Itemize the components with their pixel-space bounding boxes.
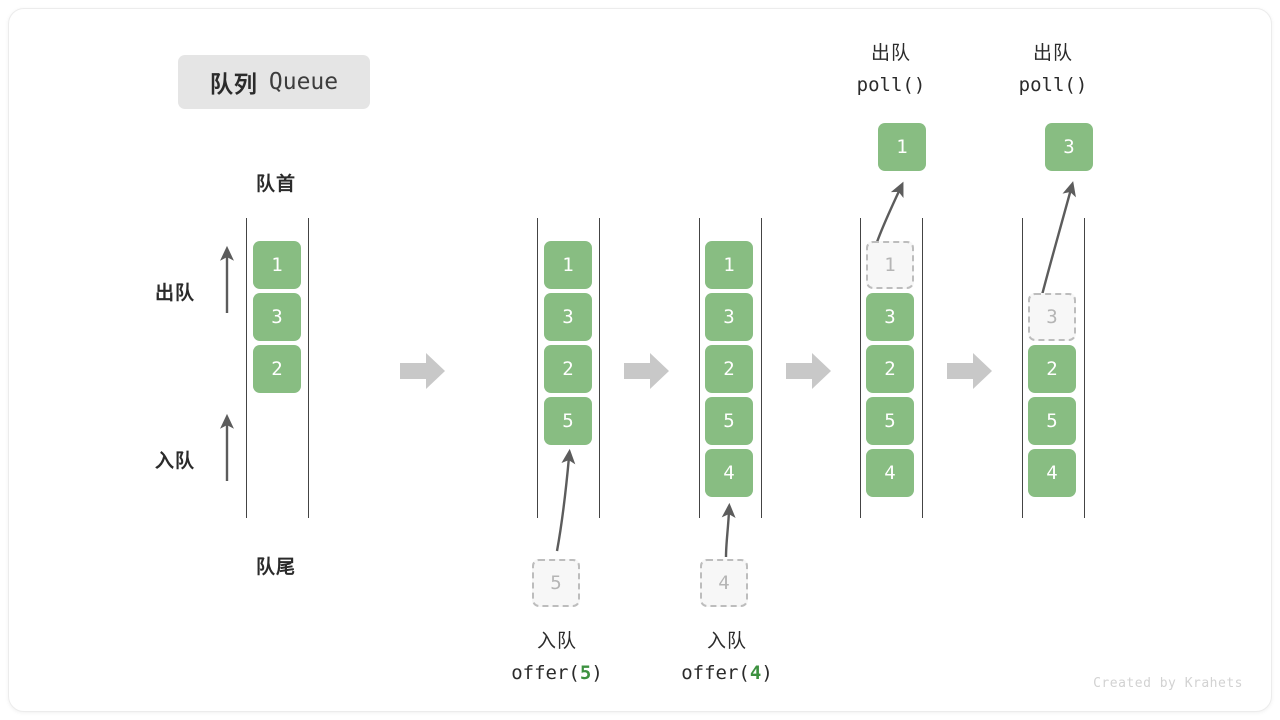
stage-offer4-cell-2: 2 — [705, 345, 753, 393]
stage-initial-cell-1: 3 — [253, 293, 301, 341]
flow-arrow-4-icon — [947, 353, 992, 389]
stage-offer5-cell-2: 2 — [544, 345, 592, 393]
stage-poll3-cell-4: 4 — [1028, 449, 1076, 497]
stage-poll1-cell-2: 2 — [866, 345, 914, 393]
stage-poll1-cell-1: 3 — [866, 293, 914, 341]
stage-poll3-popped-cell: 3 — [1045, 123, 1093, 171]
stage-offer4-bottom-caption: 入队 offer(4) — [657, 627, 797, 689]
flow-arrow-1-icon — [400, 353, 445, 389]
stage-poll1-cell-0: 1 — [866, 241, 914, 289]
stage-offer5-bottom-caption: 入队 offer(5) — [487, 627, 627, 689]
stage-offer5-caption-cn: 入队 — [536, 631, 577, 652]
diagram-card: 队列 Queue 队首 队尾 出队 入队 1 3 2 1 3 2 5 5 — [8, 8, 1272, 712]
stage-poll3-caption-code: poll() — [1018, 74, 1088, 96]
stage-poll3-rail-left — [1022, 218, 1023, 518]
stage-initial-rail-left — [246, 218, 247, 518]
stage-offer4-insert-arrow-icon — [721, 502, 736, 558]
queue-head-label: 队首 — [255, 174, 296, 195]
dequeue-direction-label: 出队 — [155, 283, 196, 304]
stage-offer5-insert-arrow-icon — [555, 448, 576, 552]
stage-offer4-caption-cn: 入队 — [706, 631, 747, 652]
queue-tail-label: 队尾 — [255, 557, 296, 578]
stage-offer4-cell-3: 5 — [705, 397, 753, 445]
stage-offer5-caption-code: offer(5) — [511, 662, 603, 684]
stage-poll3-cell-3: 5 — [1028, 397, 1076, 445]
stage-poll1-caption-code: poll() — [856, 74, 926, 96]
stage-offer4-cell-4: 4 — [705, 449, 753, 497]
stage-initial-cell-0: 1 — [253, 241, 301, 289]
stage-poll1-rail-right — [922, 218, 923, 518]
stage-offer5-cell-1: 3 — [544, 293, 592, 341]
stage-offer5-rail-left — [537, 218, 538, 518]
dequeue-direction-arrow-icon — [220, 245, 234, 313]
stage-offer4-pending-cell: 4 — [700, 559, 748, 607]
enqueue-direction-arrow-icon — [220, 413, 234, 481]
stage-poll1-cell-3: 5 — [866, 397, 914, 445]
title-badge: 队列 Queue — [178, 55, 370, 109]
flow-arrow-2-icon — [624, 353, 669, 389]
stage-poll1-pop-arrow-icon — [874, 181, 904, 246]
stage-offer5-pending-cell: 5 — [532, 559, 580, 607]
stage-offer4-rail-left — [699, 218, 700, 518]
stage-poll1-caption-cn: 出队 — [870, 43, 911, 64]
stage-poll3-top-caption: 出队 poll() — [983, 39, 1123, 101]
stage-offer4-cell-0: 1 — [705, 241, 753, 289]
stage-poll1-top-caption: 出队 poll() — [821, 39, 961, 101]
stage-offer5-cell-0: 1 — [544, 241, 592, 289]
watermark: Created by Krahets — [1093, 676, 1243, 691]
stage-poll3-pop-arrow-icon — [1039, 181, 1076, 300]
title-cn: 队列 — [209, 71, 258, 97]
enqueue-direction-label: 入队 — [155, 451, 196, 472]
stage-initial-cell-2: 2 — [253, 345, 301, 393]
stage-initial-rail-right — [308, 218, 309, 518]
flow-arrow-3-icon — [786, 353, 831, 389]
stage-offer4-rail-right — [761, 218, 762, 518]
stage-poll3-cell-2: 2 — [1028, 345, 1076, 393]
stage-poll3-cell-1: 3 — [1028, 293, 1076, 341]
stage-poll3-rail-right — [1084, 218, 1085, 518]
stage-offer4-cell-1: 3 — [705, 293, 753, 341]
stage-poll3-caption-cn: 出队 — [1032, 43, 1073, 64]
stage-poll1-rail-left — [860, 218, 861, 518]
stage-offer4-caption-code: offer(4) — [681, 662, 773, 684]
stage-offer5-rail-right — [599, 218, 600, 518]
stage-poll1-popped-cell: 1 — [878, 123, 926, 171]
stage-poll1-cell-4: 4 — [866, 449, 914, 497]
title-en: Queue — [268, 69, 339, 95]
stage-offer5-cell-3: 5 — [544, 397, 592, 445]
